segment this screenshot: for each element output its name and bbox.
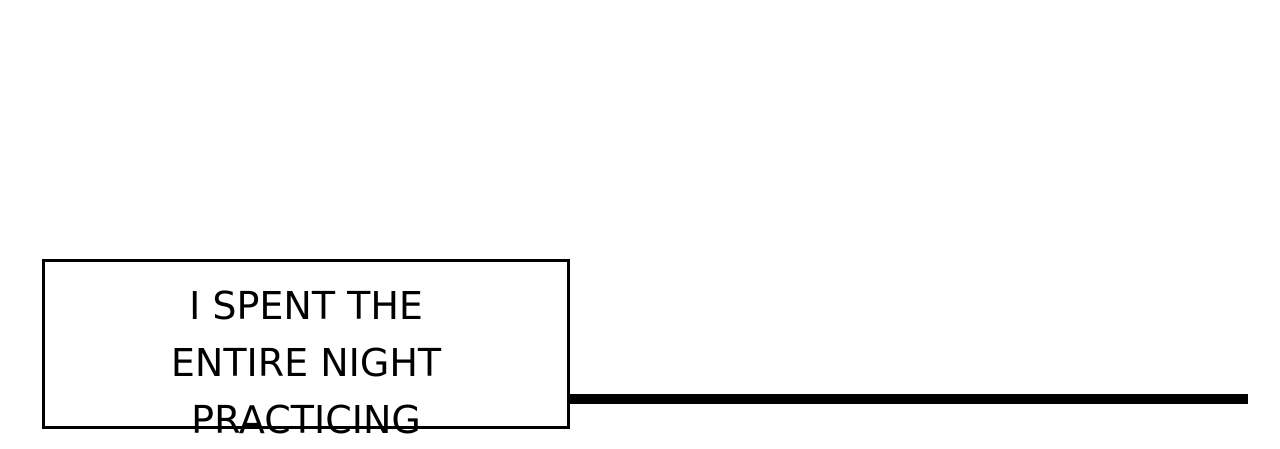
caption-line-1: I SPENT THE (189, 284, 423, 328)
caption-text: I SPENT THE ENTIRE NIGHT PRACTICING (45, 278, 567, 449)
caption-line-2: ENTIRE NIGHT (170, 341, 442, 385)
panel-border-edge (566, 394, 1248, 404)
caption-box: I SPENT THE ENTIRE NIGHT PRACTICING (42, 259, 570, 442)
caption-line-3: PRACTICING (191, 398, 421, 442)
